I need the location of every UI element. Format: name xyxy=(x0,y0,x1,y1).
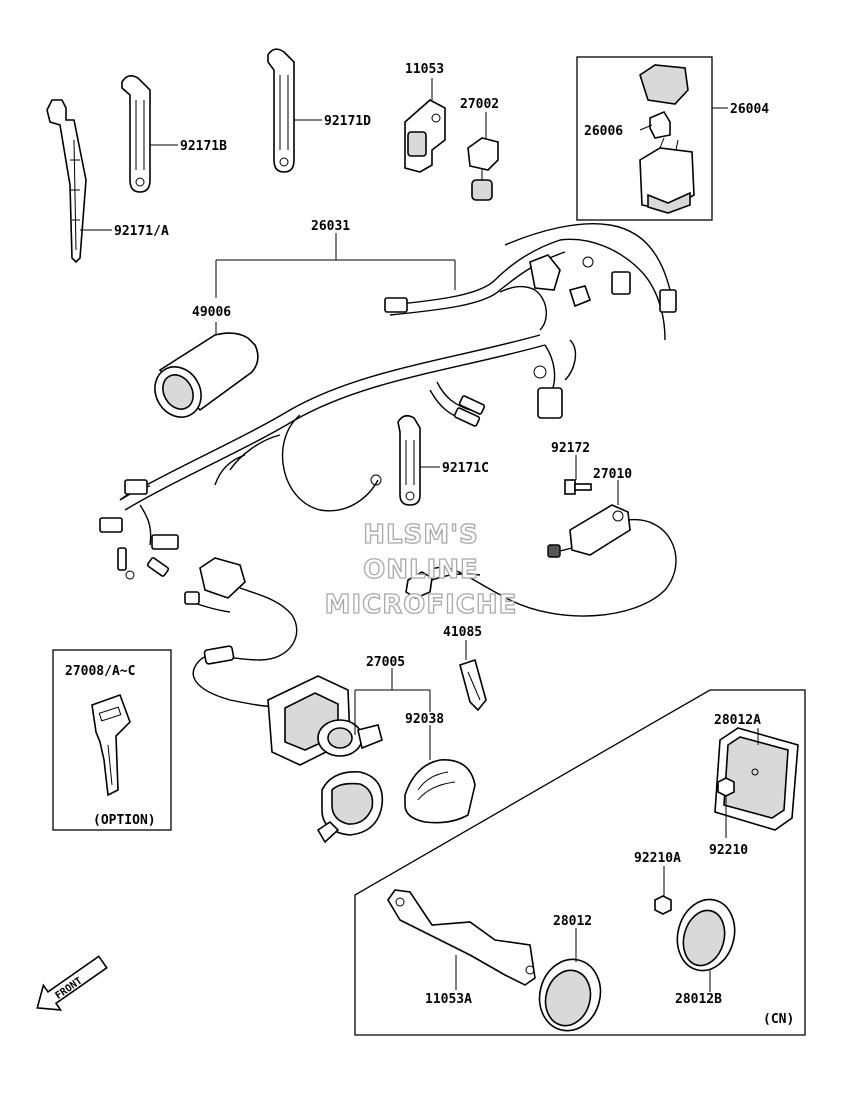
nut-92210 xyxy=(717,777,735,797)
label-49006: 49006 xyxy=(192,305,231,320)
label-92171a: 92171/A xyxy=(114,224,169,239)
bracket-11053a xyxy=(387,889,536,986)
bracket-11053 xyxy=(404,99,446,173)
watermark-line-2: ONLINE xyxy=(363,555,479,585)
label-92210a: 92210A xyxy=(634,851,681,866)
key-option-box xyxy=(52,649,172,831)
cable-tie-92171a xyxy=(46,99,87,264)
leader-lines xyxy=(80,78,759,992)
label-26031: 26031 xyxy=(311,219,350,234)
label-28012b: 28012B xyxy=(675,992,722,1007)
label-28012a: 28012A xyxy=(714,713,761,728)
label-27002: 27002 xyxy=(460,97,499,112)
plate-28012a xyxy=(714,727,799,831)
label-41085: 41085 xyxy=(443,625,482,640)
strap-92171d xyxy=(267,48,295,173)
label-26006: 26006 xyxy=(584,124,623,139)
label-92038: 92038 xyxy=(405,712,444,727)
relay-group-box xyxy=(576,56,713,221)
wiring-harness-26031 xyxy=(99,223,677,580)
label-11053: 11053 xyxy=(405,62,444,77)
label-27005: 27005 xyxy=(366,655,405,670)
label-27010: 27010 xyxy=(593,467,632,482)
ignition-switch-27005 xyxy=(267,675,384,844)
reflector-28012 xyxy=(538,958,602,1032)
label-92172: 92172 xyxy=(551,441,590,456)
front-arrow-icon: FRONT xyxy=(36,955,108,1011)
label-92171b: 92171B xyxy=(180,139,227,154)
switch-27010 xyxy=(429,504,677,617)
sleeve-49006 xyxy=(154,332,259,418)
label-26004: 26004 xyxy=(730,102,769,117)
label-92210: 92210 xyxy=(709,843,748,858)
strap-92171c xyxy=(397,414,421,506)
bolt-92172 xyxy=(564,479,592,495)
cn-reflector-box xyxy=(354,689,806,1036)
label-92171d: 92171D xyxy=(324,114,371,129)
switch-27002 xyxy=(467,137,499,201)
relay-26004 xyxy=(639,64,695,214)
cap-92038 xyxy=(404,759,476,824)
nut-92210a xyxy=(654,895,672,915)
key-27008 xyxy=(91,693,131,797)
cn-label: (CN) xyxy=(763,1012,794,1027)
label-27008: 27008/A~C xyxy=(65,664,135,679)
watermark-line-3: MICROFICHE xyxy=(325,590,518,620)
option-label: (OPTION) xyxy=(93,813,156,828)
watermark-line-1: HLSM'S xyxy=(363,520,479,550)
label-11053a: 11053A xyxy=(425,992,472,1007)
strap-92171b xyxy=(121,74,151,193)
reflector-28012b xyxy=(676,898,736,972)
label-92171c: 92171C xyxy=(442,461,489,476)
label-28012: 28012 xyxy=(553,914,592,929)
clamp-41085 xyxy=(459,658,487,712)
